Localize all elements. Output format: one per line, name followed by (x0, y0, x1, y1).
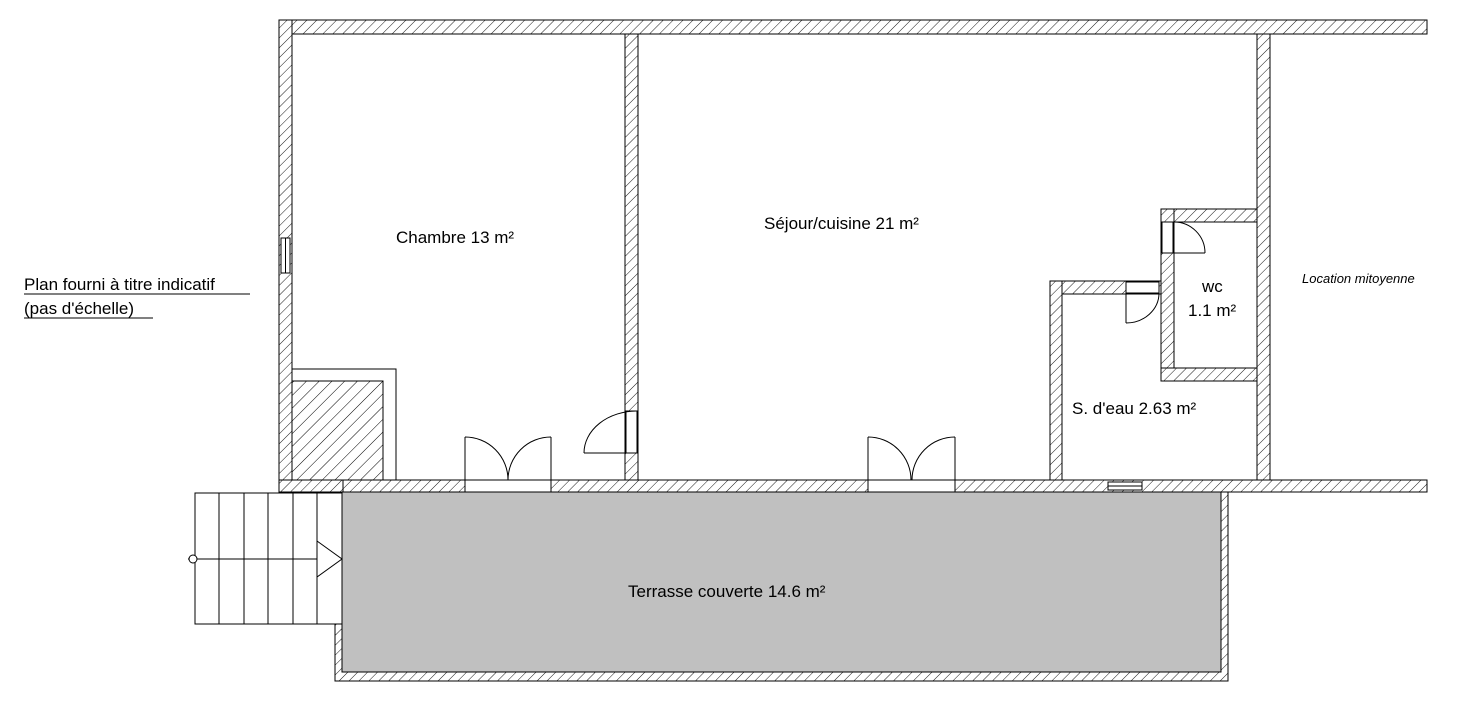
sde-left-wall (1049, 280, 1063, 481)
door-sde-opening (1125, 281, 1160, 294)
cupboard (291, 368, 397, 481)
door-sejour-opening (867, 479, 956, 493)
label-sejour: Séjour/cuisine 21 m² (764, 214, 919, 233)
stairs-arrow-icon (316, 540, 343, 578)
openings (280, 221, 1174, 493)
label-wc-name: wc (1201, 277, 1223, 296)
terrace (334, 489, 1229, 682)
label-terrasse: Terrasse couverte 14.6 m² (628, 582, 826, 601)
label-salle-eau: S. d'eau 2.63 m² (1072, 399, 1197, 418)
bottom-wall-left (278, 479, 344, 493)
wc-top-wall (1160, 208, 1258, 223)
door-chambre-opening (464, 479, 552, 493)
label-chambre: Chambre 13 m² (396, 228, 514, 247)
door-chambre-sejour-opening (625, 410, 638, 454)
stairs-start-marker (188, 554, 198, 564)
label-wc-area: 1.1 m² (1188, 301, 1237, 320)
wall-chambre-sejour (624, 33, 639, 481)
note-line-1: Plan fourni à titre indicatif (24, 275, 215, 294)
label-neighbour: Location mitoyenne (1302, 271, 1415, 286)
wall-right-party (1256, 33, 1271, 481)
stairs (188, 492, 343, 625)
top-wall (278, 19, 1428, 35)
terrace-floor (341, 491, 1222, 673)
door-swings (464, 221, 1206, 481)
exterior-walls (278, 19, 1428, 493)
door-wc-opening (1161, 221, 1174, 254)
wc-bottom-wall (1160, 367, 1258, 382)
note-line-2: (pas d'échelle) (24, 299, 134, 318)
labels: Plan fourni à titre indicatif (pas d'éch… (24, 214, 1415, 601)
cupboard-hatch (291, 380, 384, 481)
